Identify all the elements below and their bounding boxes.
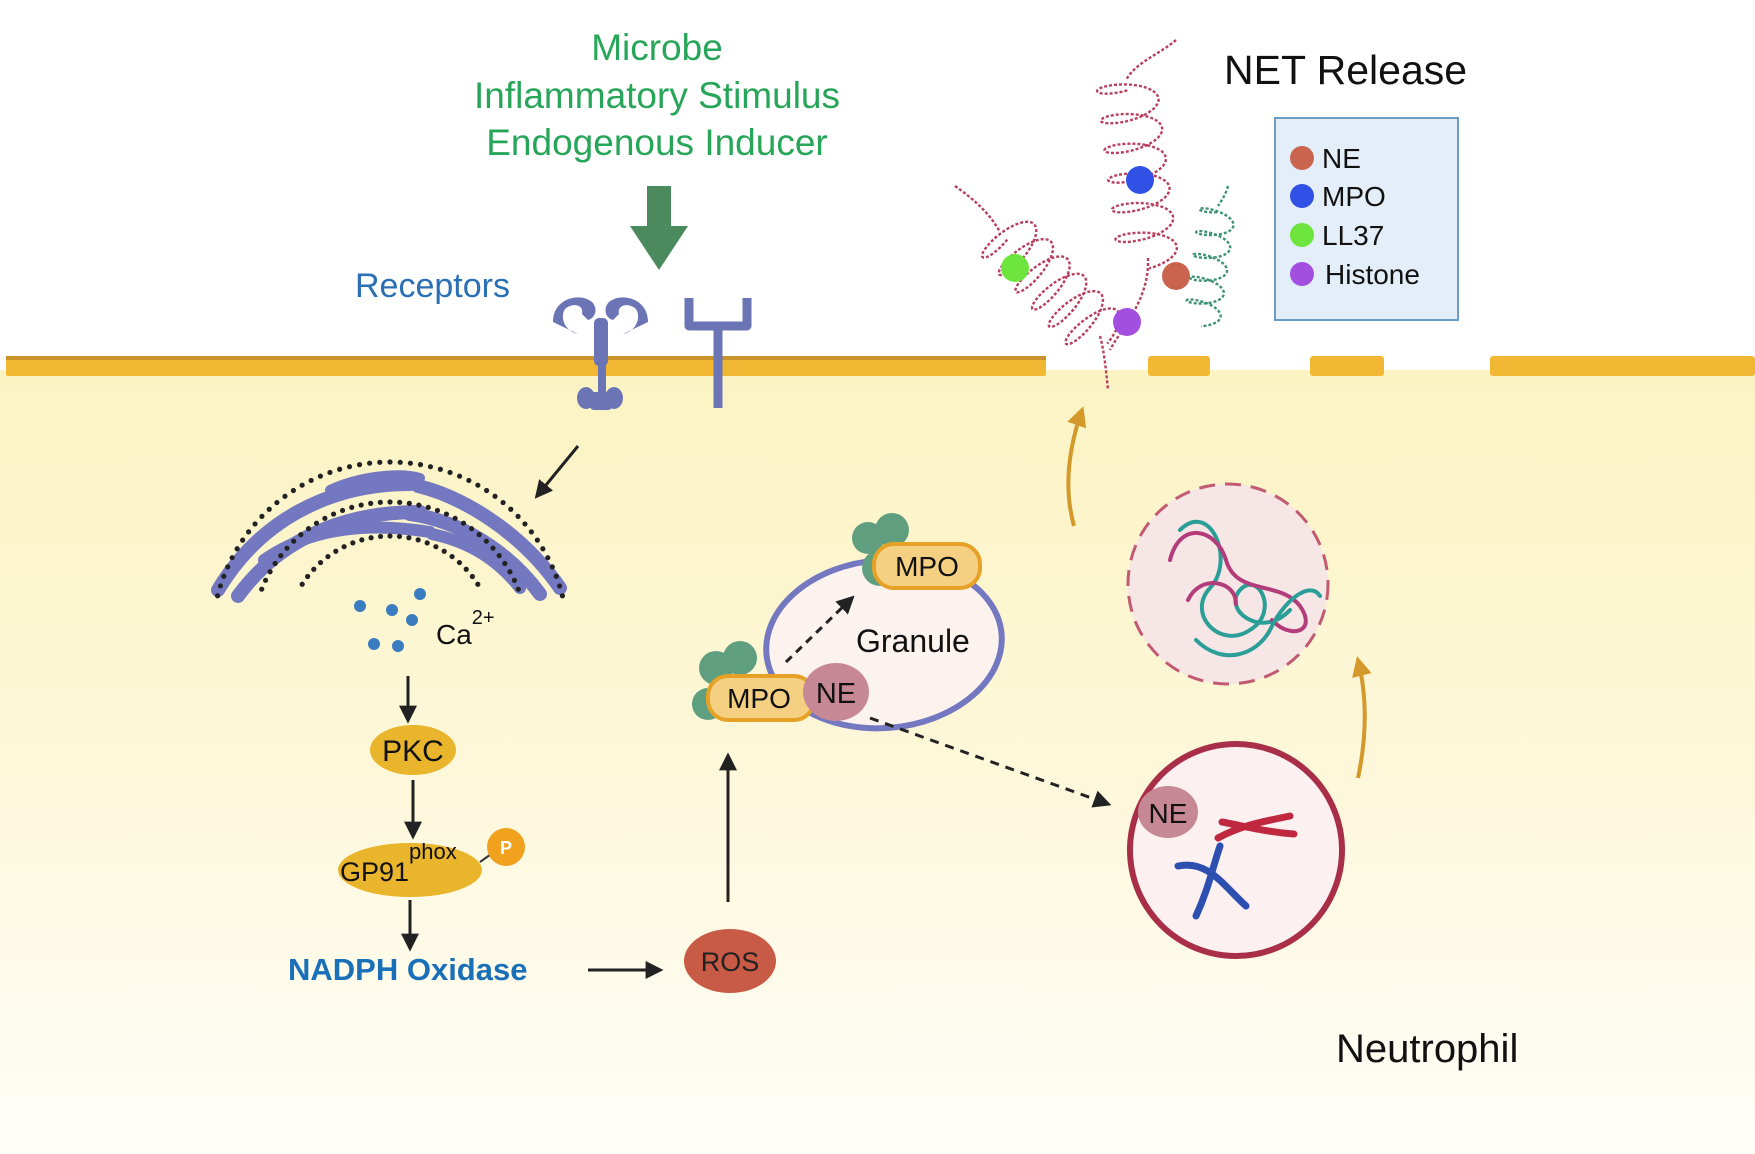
neutrophil-label: Neutrophil [1336, 1027, 1518, 1071]
nucleus [1127, 741, 1345, 959]
receptor-icon-left [553, 297, 648, 410]
ros-node [684, 929, 776, 993]
legend-item-ne: NE [1290, 143, 1361, 174]
granule-dashed-arrow-up [784, 595, 855, 664]
ne-to-nucleus-dashed-arrow [869, 716, 1112, 808]
phospho-label: P [500, 838, 512, 858]
legend-label-ne: NE [1322, 143, 1361, 174]
nadph-label: NADPH Oxidase [288, 952, 527, 987]
pkc-label: PKC [382, 735, 444, 768]
mpo-ne-complex: MPO NE [692, 641, 869, 722]
legend-label-ll37: LL37 [1322, 220, 1384, 251]
er-stack [211, 470, 567, 603]
calcium-base: Ca [436, 619, 472, 650]
er-ribosomes [214, 459, 566, 599]
receptor-icon-right [684, 298, 752, 408]
gp91-node [338, 843, 482, 897]
mpo-top-label: MPO [895, 551, 959, 582]
stimulus-inflammatory: Inflammatory Stimulus [474, 75, 840, 116]
ll37-on-net [1001, 254, 1029, 282]
gp91-base: GP91 [340, 857, 409, 887]
legend-label-mpo: MPO [1322, 181, 1386, 212]
decondensed-chromatin-circle [1126, 482, 1330, 686]
gp91-superscript: phox [409, 839, 457, 864]
mpo-left-label: MPO [727, 683, 791, 714]
ne-nucleus-badge [1138, 786, 1198, 838]
legend-item-mpo: MPO [1290, 181, 1386, 212]
net-release-title: NET Release [1224, 47, 1467, 93]
gp91-label: GP91phox [340, 839, 457, 887]
chromosome-red-icon [1214, 812, 1298, 842]
mpo-top-complex: MPO [852, 513, 982, 590]
stimulus-text: Microbe Inflammatory Stimulus Endogenous… [474, 27, 840, 163]
legend-label-histone: Histone [1325, 259, 1420, 290]
cell-membrane [6, 356, 1755, 376]
stimulus-endogenous: Endogenous Inducer [486, 122, 828, 163]
stimulus-down-arrow [630, 186, 688, 270]
legend-item-ll37: LL37 [1290, 220, 1384, 251]
nucleus-to-chromatin-arrow [1352, 656, 1372, 779]
net-strands [954, 39, 1235, 391]
ne-nucleus-label: NE [1149, 798, 1188, 829]
ros-label: ROS [701, 947, 760, 977]
receptor-to-er-arrow [534, 445, 580, 499]
granule-label: Granule [856, 623, 970, 659]
calcium-superscript: 2+ [472, 607, 495, 629]
ne-granule-badge [803, 663, 869, 721]
phospho-badge [487, 828, 525, 866]
pkc-node [370, 725, 456, 775]
histone-on-net [1113, 308, 1141, 336]
ne-granule-label: NE [816, 678, 856, 710]
receptors-label: Receptors [355, 267, 510, 305]
decondensed-chromatin [1168, 520, 1322, 658]
mpo-top-badge [872, 542, 982, 590]
calcium-label: Ca2+ [436, 607, 495, 650]
calcium-dots [354, 588, 426, 652]
mpo-on-net [1126, 166, 1154, 194]
cytoplasm [0, 370, 1755, 1154]
chromatin-to-release-arrow [1066, 406, 1087, 527]
chromosome-blue-icon [1174, 842, 1250, 920]
stimulus-microbe: Microbe [591, 27, 723, 68]
legend-item-histone: Histone [1290, 259, 1420, 290]
ne-on-net [1162, 262, 1190, 290]
legend: NE MPO LL37 Histone [1274, 117, 1459, 321]
